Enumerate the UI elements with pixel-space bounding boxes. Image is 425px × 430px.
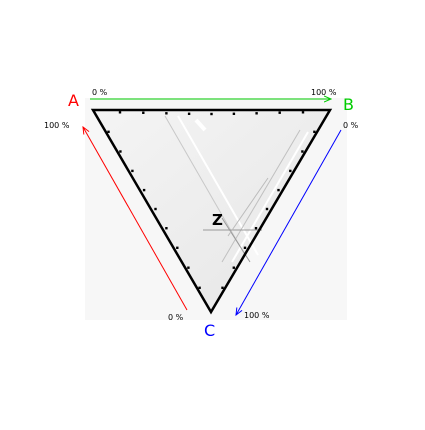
- tick-mark-bc: [313, 130, 316, 133]
- axis-ab-start-label: 0 %: [92, 88, 108, 97]
- tick-mark-ca: [165, 227, 168, 230]
- tick-mark-ab: [278, 111, 281, 114]
- tick-mark-ca: [119, 150, 122, 153]
- tick-mark-bc: [221, 286, 224, 289]
- tick-mark-ab: [232, 112, 236, 115]
- tick-mark-ab: [142, 111, 145, 114]
- tick-mark-ca: [142, 188, 146, 192]
- tick-mark-ca: [198, 286, 201, 289]
- axis-ab-end-label: 100 %: [311, 88, 337, 97]
- point-z-label: Z: [212, 211, 223, 229]
- axis-ca-start-label: 0 %: [168, 313, 184, 322]
- triangle-fill: [93, 110, 330, 312]
- tick-mark-ab: [187, 112, 191, 115]
- tick-mark-ca: [107, 130, 110, 133]
- axis-bc-arrow: [236, 129, 342, 315]
- tick-mark-ab: [301, 111, 305, 114]
- vertex-c-label: C: [204, 321, 215, 340]
- axis-ca-end-label: 100 %: [44, 121, 70, 130]
- reflection-stripes: [164, 115, 309, 263]
- tick-mark-ab: [165, 112, 168, 115]
- tick-mark-ca: [187, 266, 190, 269]
- tick-mark-ca: [131, 169, 134, 173]
- tick-mark-bc: [265, 207, 269, 211]
- axis-bc-end-label: 100 %: [244, 311, 270, 320]
- tick-mark-bc: [277, 188, 280, 192]
- tick-mark-bc: [254, 227, 258, 230]
- axis-ca-arrow: [83, 127, 188, 311]
- tick-mark-ca: [176, 246, 179, 249]
- tick-mark-bc: [301, 150, 304, 153]
- tick-mark-bc: [232, 266, 235, 269]
- tick-mark-bc: [289, 169, 292, 173]
- tick-mark-ca: [154, 207, 157, 211]
- tick-marks: [107, 111, 316, 289]
- vertex-b-label: B: [343, 95, 354, 114]
- vertex-a-label: A: [68, 91, 79, 110]
- tick-mark-bc: [243, 246, 247, 249]
- tick-mark-ab: [118, 111, 122, 114]
- triangle-outline: [90, 108, 333, 315]
- tick-mark-ab: [210, 112, 213, 116]
- axis-bc-start-label: 0 %: [343, 121, 359, 130]
- tick-mark-ab: [255, 112, 258, 115]
